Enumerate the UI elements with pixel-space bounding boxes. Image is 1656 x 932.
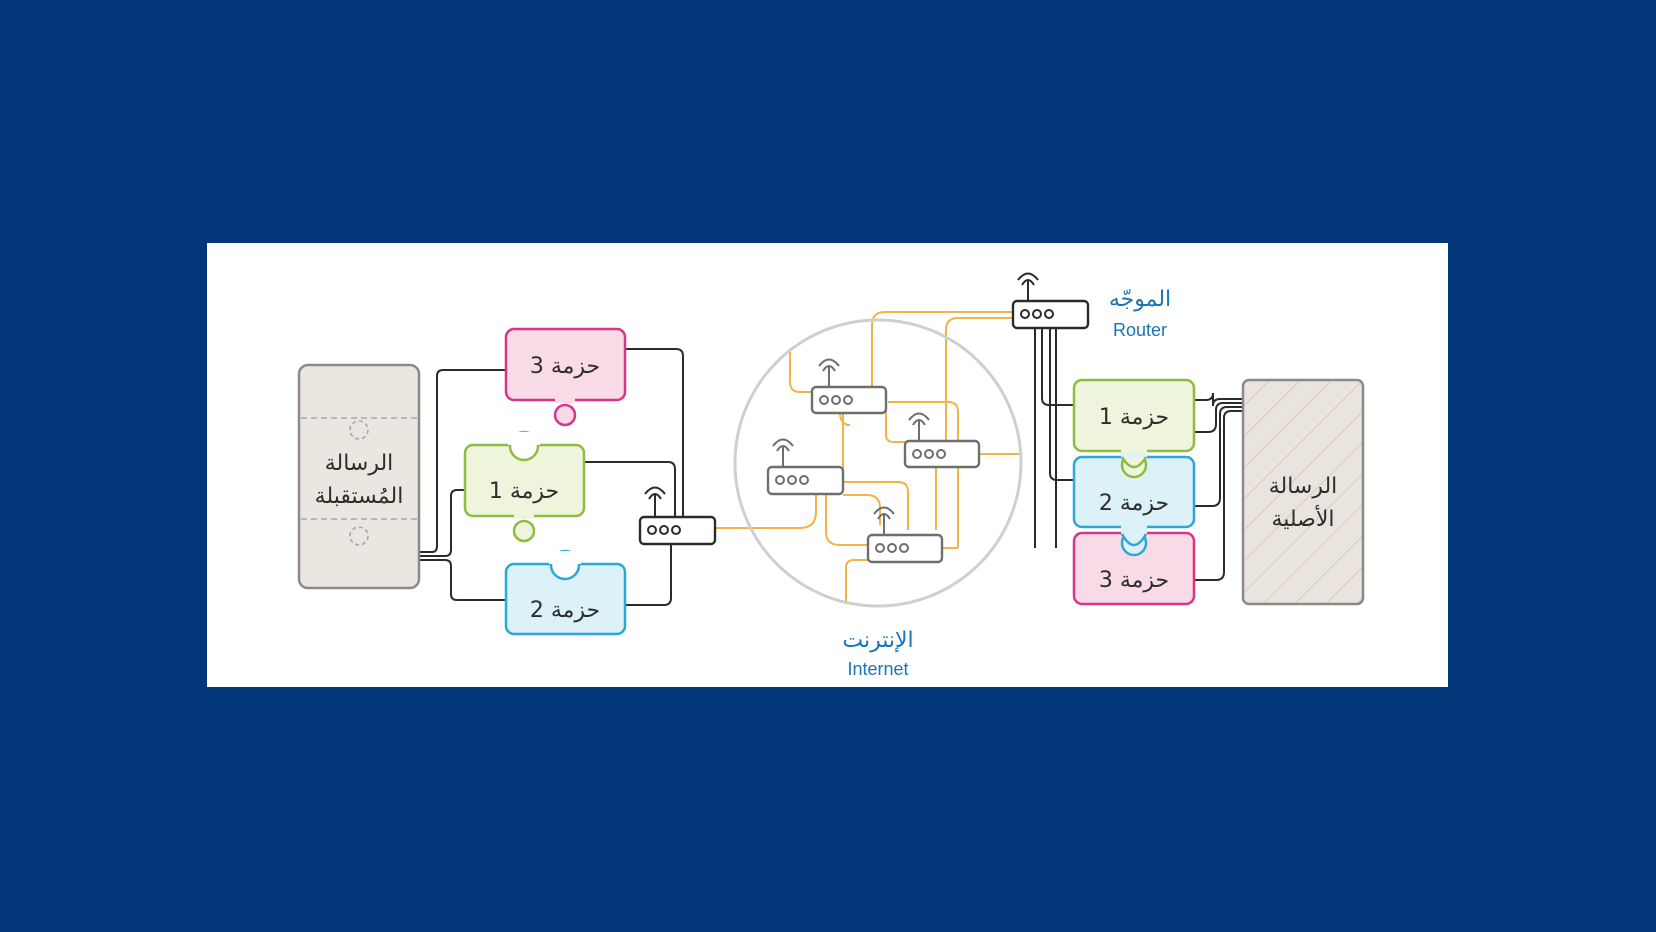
right-packet-1-label: حزمة 1 <box>1099 405 1169 430</box>
internet-label-english: Internet <box>847 659 908 679</box>
right-packet-3-label: حزمة 3 <box>1099 568 1169 593</box>
left-packet-2: حزمة 2 <box>504 549 627 636</box>
received-message-line1: الرسالة <box>325 451 394 476</box>
left-packet-2-label: حزمة 2 <box>530 598 600 623</box>
right-packet-connectors <box>1120 446 1148 557</box>
right-packet-2-label: حزمة 2 <box>1099 491 1169 516</box>
left-packet-3-label: حزمة 3 <box>530 354 600 379</box>
original-message-line1: الرسالة <box>1269 474 1338 499</box>
router-main <box>1011 272 1090 330</box>
internet-router-3 <box>766 438 845 496</box>
internet-cloud <box>733 318 1023 608</box>
internet-wires <box>715 311 1020 604</box>
right-wires <box>1034 328 1243 581</box>
left-packet-1: حزمة 1 <box>463 430 586 543</box>
left-packet-1-label: حزمة 1 <box>489 479 559 504</box>
original-message-line2: الأصلية <box>1271 505 1334 532</box>
received-message: الرسالة المُستقبلة <box>297 363 421 590</box>
internet-router-1 <box>810 358 888 415</box>
router-left <box>638 486 717 546</box>
internet-label: الإنترنت Internet <box>842 628 913 679</box>
router-label-english: Router <box>1113 320 1167 340</box>
internet-router-2 <box>903 412 981 469</box>
internet-router-4 <box>866 506 944 564</box>
internet-label-arabic: الإنترنت <box>842 628 913 653</box>
left-packet-3: حزمة 3 <box>504 327 627 427</box>
left-wires <box>419 348 684 606</box>
original-message: الرسالة الأصلية <box>1241 378 1365 606</box>
right-packet-2: حزمة 2 <box>1072 455 1196 529</box>
router-label-arabic: الموجّه <box>1109 287 1171 312</box>
received-message-line2: المُستقبلة <box>315 484 404 509</box>
right-packet-1: حزمة 1 <box>1072 378 1196 453</box>
router-label: الموجّه Router <box>1109 287 1171 340</box>
right-packet-3: حزمة 3 <box>1072 531 1196 606</box>
